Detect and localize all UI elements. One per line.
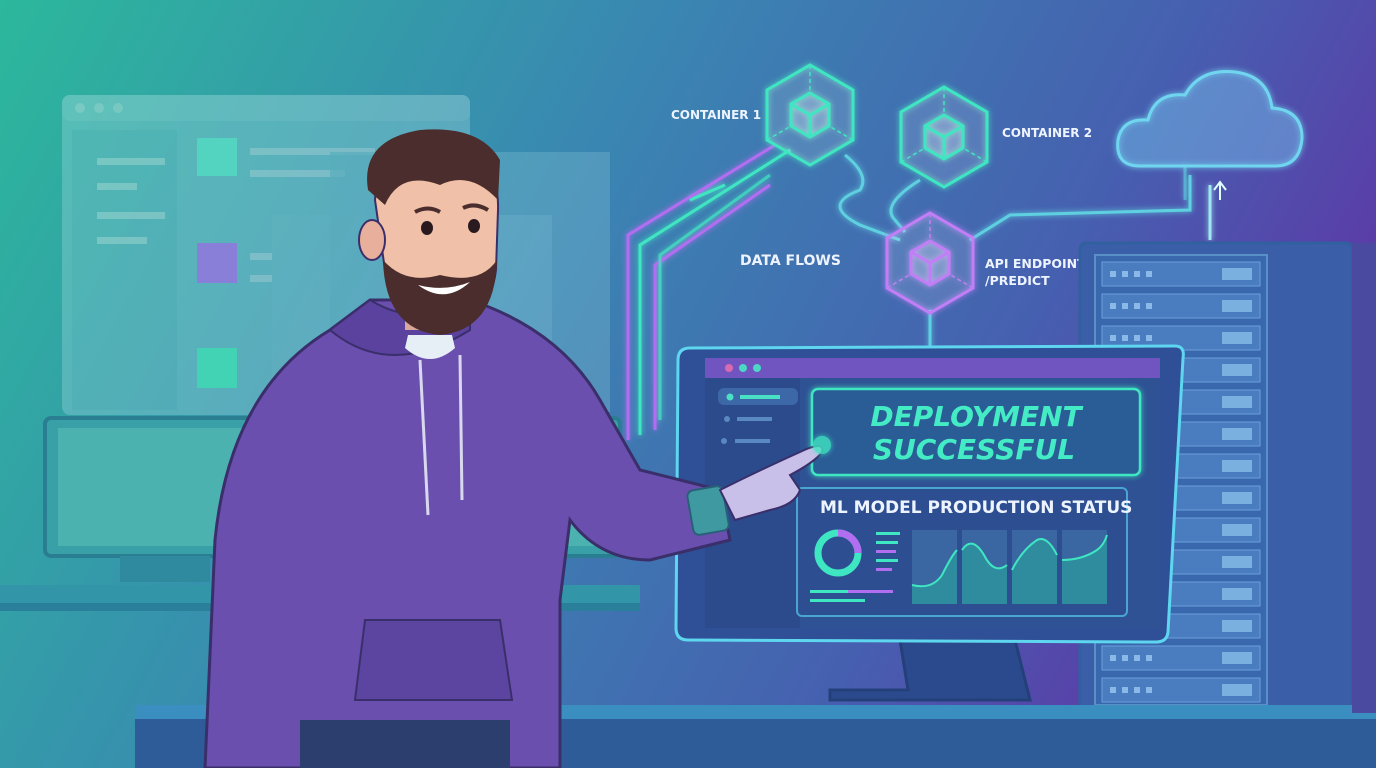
server-led xyxy=(1134,271,1140,277)
mini-area-fill xyxy=(962,543,1007,604)
mini-area-line xyxy=(1061,534,1108,561)
server-drive-slot xyxy=(1222,588,1252,600)
mini-area-chart xyxy=(961,530,1008,604)
background-tile xyxy=(197,243,237,283)
person-developer xyxy=(203,129,831,768)
server-led xyxy=(1110,335,1116,341)
container-2-label: CONTAINER 2 xyxy=(1002,126,1092,140)
server-led xyxy=(1146,687,1152,693)
mini-area-chart xyxy=(911,530,958,604)
server-led xyxy=(1122,655,1128,661)
server-drive-slot xyxy=(1222,492,1252,504)
upload-arrow-icon xyxy=(1213,180,1227,200)
server-led xyxy=(1110,271,1116,277)
data-flow-lines xyxy=(626,143,1212,440)
api-endpoint-path: /PREDICT xyxy=(985,273,1050,288)
server-led xyxy=(1122,687,1128,693)
mini-area-fill xyxy=(1012,539,1057,604)
mini-area-chart xyxy=(1061,530,1108,604)
mini-area-fill xyxy=(1062,535,1107,604)
background-tile xyxy=(197,348,237,388)
server-led xyxy=(1146,271,1152,277)
server-drive-slot xyxy=(1222,332,1252,344)
server-drive-slot xyxy=(1222,652,1252,664)
mini-area-line xyxy=(1011,538,1058,571)
mini-area-fill xyxy=(912,550,957,604)
mini-area-chart xyxy=(1011,530,1058,604)
server-led xyxy=(1110,687,1116,693)
server-drive-slot xyxy=(1222,364,1252,376)
server-drive-slot xyxy=(1222,460,1252,472)
cloud-icon xyxy=(1116,69,1304,168)
server-led xyxy=(1134,335,1140,341)
api-endpoint-label: API ENDPOINT xyxy=(985,256,1086,271)
server-led xyxy=(1134,687,1140,693)
server-led xyxy=(1134,655,1140,661)
server-led xyxy=(1146,335,1152,341)
server-led xyxy=(1122,335,1128,341)
server-drive-slot xyxy=(1222,524,1252,536)
server-drive-slot xyxy=(1222,428,1252,440)
container-1-label: CONTAINER 1 xyxy=(671,108,761,122)
server-drive-slot xyxy=(1222,268,1252,280)
server-drive-slot xyxy=(1222,684,1252,696)
server-drive-slot xyxy=(1222,300,1252,312)
server-drive-slot xyxy=(1222,396,1252,408)
server-led xyxy=(1146,303,1152,309)
model-status-panel: ML MODEL PRODUCTION STATUS xyxy=(796,487,1132,617)
model-status-title: ML MODEL PRODUCTION STATUS xyxy=(820,498,1132,518)
server-led xyxy=(1122,271,1128,277)
server-led xyxy=(1110,303,1116,309)
data-flows-label: DATA FLOWS xyxy=(740,253,841,269)
background-tile xyxy=(197,138,237,176)
mini-area-line xyxy=(911,549,958,588)
deployment-status-line1: DEPLOYMENT xyxy=(870,400,1083,433)
server-led xyxy=(1146,655,1152,661)
mini-area-line xyxy=(961,542,1008,570)
server-led xyxy=(1134,303,1140,309)
donut-chart-segment xyxy=(837,529,862,554)
server-drive-slot xyxy=(1222,620,1252,632)
deployment-status-line2: SUCCESSFUL xyxy=(873,433,1075,466)
server-led xyxy=(1110,655,1116,661)
server-rack-side xyxy=(1352,243,1376,713)
server-led xyxy=(1122,303,1128,309)
deployment-status-banner[interactable] xyxy=(810,387,1142,477)
server-drive-slot xyxy=(1222,556,1252,568)
